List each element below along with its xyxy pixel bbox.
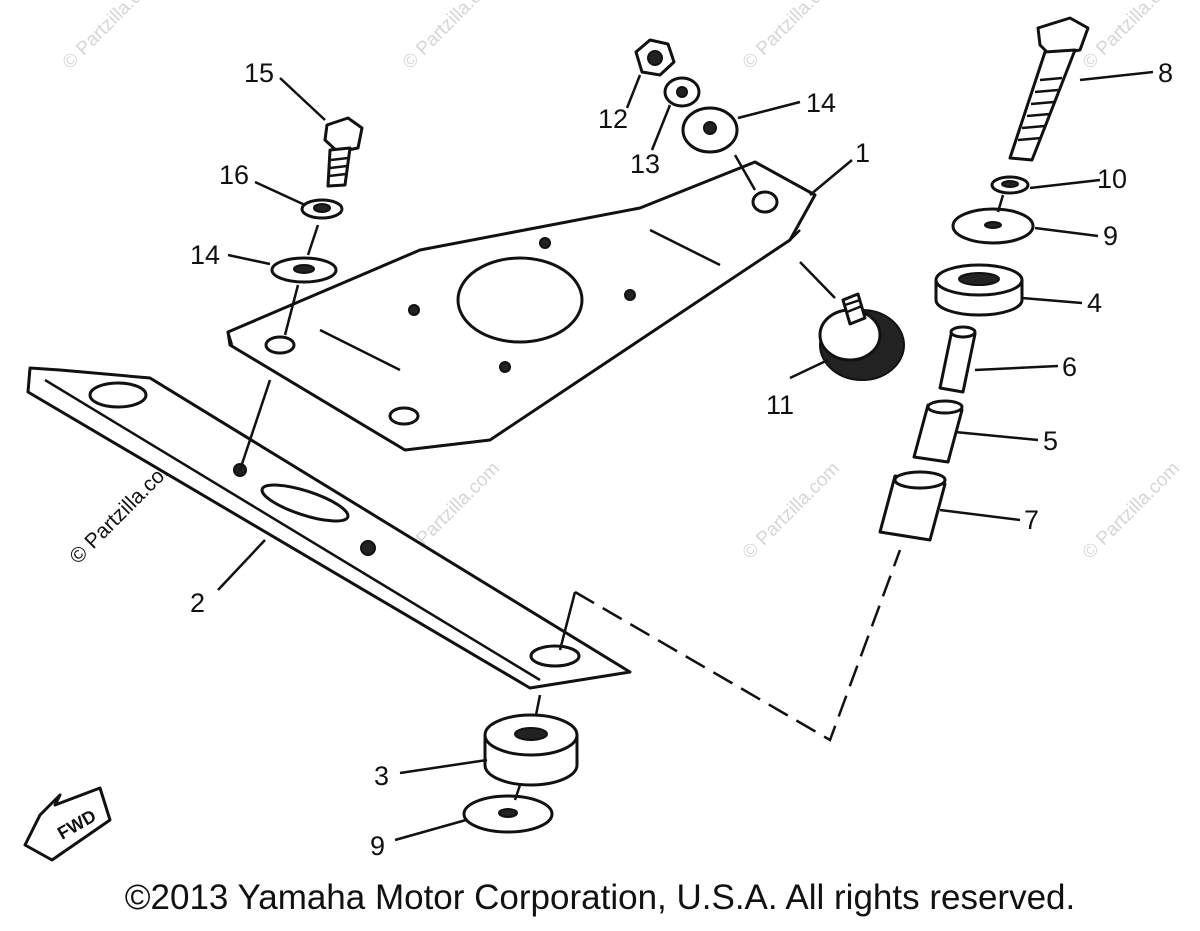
part-9-washer-right bbox=[951, 207, 1035, 245]
callout-4: 4 bbox=[1087, 288, 1102, 318]
assembly-line-short bbox=[558, 591, 577, 651]
part-14-washer-left bbox=[270, 256, 338, 284]
part-5-collar bbox=[912, 399, 964, 464]
leader-lines bbox=[217, 70, 1154, 842]
part-8-bolt bbox=[1008, 16, 1090, 162]
part-16-lock-washer bbox=[300, 198, 344, 220]
part-2-rail-bracket bbox=[26, 366, 632, 690]
callout-8: 8 bbox=[1158, 58, 1173, 88]
callout-13: 13 bbox=[630, 149, 660, 179]
part-11-rubber-mount bbox=[818, 292, 905, 381]
part-13-washer bbox=[663, 76, 701, 108]
watermark: © Partzilla.com bbox=[1079, 458, 1184, 563]
callout-16: 16 bbox=[219, 160, 249, 190]
callout-15: 15 bbox=[244, 58, 274, 88]
watermark: © Partzilla.com bbox=[739, 458, 844, 563]
callout-5: 5 bbox=[1043, 426, 1058, 456]
part-15-bolt bbox=[323, 116, 364, 188]
callout-14-top: 14 bbox=[806, 88, 836, 118]
callout-1: 1 bbox=[855, 138, 870, 168]
callout-7: 7 bbox=[1024, 505, 1039, 535]
grommet-axis bbox=[513, 694, 542, 801]
watermark: © Partzilla.com bbox=[59, 0, 164, 74]
watermark: © Partzilla.com bbox=[739, 0, 844, 74]
part-14-washer-top bbox=[681, 106, 739, 154]
nut-axis bbox=[733, 154, 757, 191]
callout-11: 11 bbox=[766, 390, 794, 420]
fwd-arrow-icon: FWD bbox=[23, 786, 112, 862]
copyright-notice: ©2013 Yamaha Motor Corporation, U.S.A. A… bbox=[124, 878, 1076, 917]
callout-6: 6 bbox=[1062, 352, 1077, 382]
part-10-lock-washer bbox=[990, 175, 1030, 195]
part-4-grommet bbox=[934, 263, 1024, 317]
bolt-axis-left bbox=[238, 224, 320, 471]
part-6-collar bbox=[938, 325, 977, 394]
part-12-nut bbox=[634, 38, 676, 77]
callout-12: 12 bbox=[598, 104, 628, 134]
part-7-sleeve bbox=[878, 470, 947, 542]
assembly-line bbox=[574, 549, 902, 742]
callout-2: 2 bbox=[190, 588, 205, 618]
watermark: © Partzilla.com bbox=[399, 0, 504, 74]
callout-numbers: 1 2 3 4 5 6 7 8 9 9 10 11 12 13 14 14 15… bbox=[190, 58, 1173, 861]
callout-14-left: 14 bbox=[190, 240, 220, 270]
callout-10: 10 bbox=[1097, 164, 1127, 194]
callout-3: 3 bbox=[374, 761, 389, 791]
callout-9-lower: 9 bbox=[370, 831, 385, 861]
part-1-mounting-plate bbox=[226, 160, 817, 452]
callout-9-right: 9 bbox=[1103, 221, 1118, 251]
part-3-grommet bbox=[483, 713, 579, 787]
part-9-washer-lower bbox=[462, 794, 554, 834]
bolt-axis-right bbox=[996, 194, 1005, 213]
